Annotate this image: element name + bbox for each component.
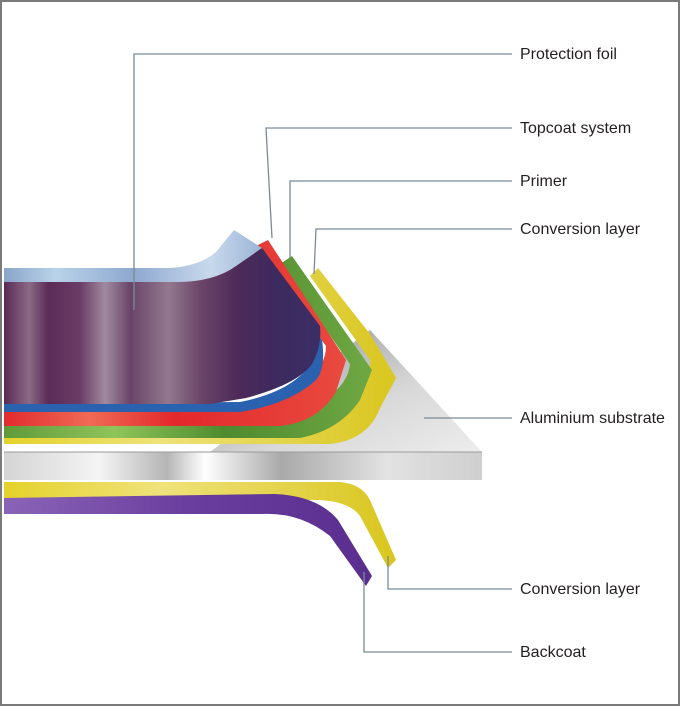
leader-protection-foil bbox=[133, 53, 512, 310]
primer-shape bbox=[4, 256, 372, 438]
label-conversion-layer-top: Conversion layer bbox=[520, 221, 641, 238]
backcoat-shape bbox=[4, 494, 372, 586]
leader-topcoat-system bbox=[265, 127, 512, 239]
leader-backcoat bbox=[363, 572, 512, 653]
label-aluminium-substrate: Aluminium substrate bbox=[520, 410, 665, 427]
protection-foil-shape bbox=[4, 248, 321, 404]
conversion-layer-top-shape bbox=[4, 268, 396, 444]
label-conversion-layer-bottom: Conversion layer bbox=[520, 581, 641, 598]
leader-conversion-layer-bottom bbox=[387, 556, 512, 590]
label-primer: Primer bbox=[520, 173, 568, 190]
leader-primer bbox=[289, 180, 512, 258]
protection-foil-top-edge bbox=[4, 230, 262, 282]
blue-line-shape bbox=[4, 336, 324, 412]
label-backcoat: Backcoat bbox=[520, 644, 586, 661]
aluminium-substrate-shape bbox=[4, 452, 482, 480]
label-protection-foil: Protection foil bbox=[520, 46, 617, 63]
topcoat-system-shape bbox=[4, 240, 346, 426]
label-topcoat-system: Topcoat system bbox=[520, 120, 631, 137]
leader-conversion-layer-top bbox=[313, 228, 512, 275]
